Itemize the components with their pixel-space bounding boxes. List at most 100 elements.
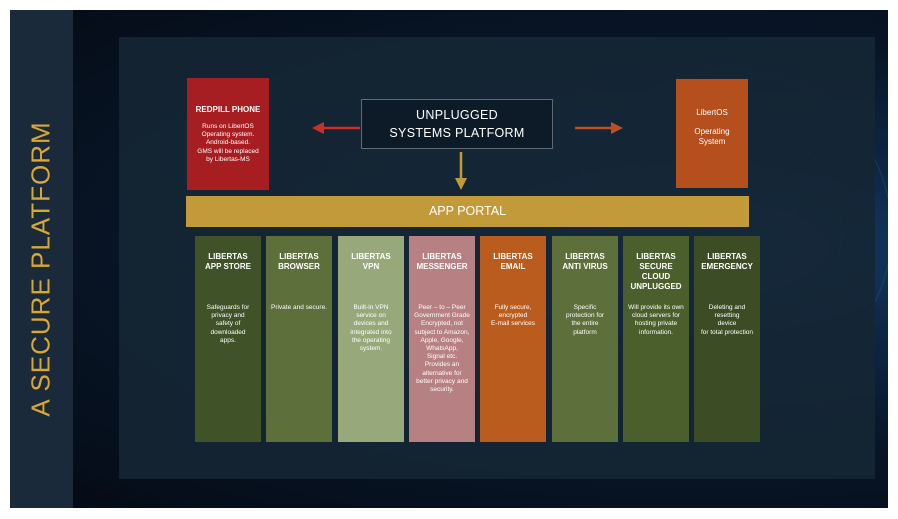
app-column-title-line: UNPLUGGED xyxy=(630,282,682,291)
app-column-desc-line: Safeguards for xyxy=(206,304,250,311)
app-column-desc-line: Signal etc. xyxy=(426,353,458,361)
app-column-desc-line: hosting private xyxy=(634,320,678,328)
app-column-desc-line: encrypted xyxy=(498,312,528,320)
app-column-desc-line: Encrypted, not xyxy=(421,320,463,328)
app-column-desc-line: safety of xyxy=(215,320,241,328)
redpill-phone-box: REDPILL PHONE Runs on LibertOS Operating… xyxy=(187,78,269,190)
app-column-desc-line: apps. xyxy=(220,336,236,344)
app-column-desc-line: service on xyxy=(356,312,386,320)
app-column-desc-line: Provides an xyxy=(424,361,460,369)
redpill-desc-line: by Libertas-MS xyxy=(206,155,250,163)
redpill-desc-line: Runs on LibertOS xyxy=(202,123,254,130)
app-column-title-line: ANTI VIRUS xyxy=(562,262,608,271)
app-column-desc-line: resetting xyxy=(714,312,740,320)
app-column-desc-line: Will provide its own xyxy=(628,304,684,311)
app-column-title-line: APP STORE xyxy=(205,262,251,271)
app-column-title-line: LIBERTAS xyxy=(636,252,676,261)
app-column-desc-line: for total protection xyxy=(700,328,754,336)
app-column-desc-line: device xyxy=(717,320,737,328)
app-column-desc-line: E-mail services xyxy=(490,320,536,328)
app-column-title-line: LIBERTAS xyxy=(208,252,248,261)
app-column-desc-line: privacy and xyxy=(211,312,245,320)
libertos-name: LibertOS xyxy=(696,108,728,117)
app-column-desc-line: Government Grade xyxy=(414,312,470,320)
app-column-desc-line: WhatsApp, xyxy=(426,345,458,353)
app-column-desc-line: Fully secure, xyxy=(494,304,532,311)
app-column-desc-line: the entire xyxy=(571,320,599,328)
app-column-title-line: LIBERTAS xyxy=(707,252,747,261)
app-column-desc-line: Built-in VPN xyxy=(353,304,389,311)
app-column-title-line: VPN xyxy=(362,262,380,271)
app-column-title-line: LIBERTAS xyxy=(422,252,462,261)
redpill-desc-line: GMS will be replaced xyxy=(197,147,259,155)
libertos-line2: Operating xyxy=(694,127,730,136)
app-column-desc-line: the operating xyxy=(352,336,390,344)
platform-title-line2: SYSTEMS PLATFORM xyxy=(389,126,525,140)
app-column-desc-line: devices and xyxy=(353,320,389,328)
app-column-desc-line: better privacy and xyxy=(416,377,468,385)
app-column-title-line: LIBERTAS xyxy=(493,252,533,261)
app-column-title-line: LIBERTAS xyxy=(565,252,605,261)
app-column-desc-line: system. xyxy=(359,345,383,353)
app-portal-bar: APP PORTAL xyxy=(186,196,749,227)
app-column-desc-line: alternative for xyxy=(422,369,462,377)
app-column-desc-line: protection for xyxy=(566,312,604,320)
arrow-right-icon xyxy=(575,122,623,134)
app-column-title-line: EMERGENCY xyxy=(701,262,753,271)
redpill-desc-line: Operating system. xyxy=(201,131,255,139)
app-column-desc-line: subject to Amazon, xyxy=(414,328,470,336)
app-column-desc-line: Specific xyxy=(573,304,597,311)
app-column-title-line: SECURE CLOUD xyxy=(639,262,673,281)
app-column-desc-line: information. xyxy=(639,328,673,336)
redpill-title: REDPILL PHONE xyxy=(195,105,261,114)
app-column-title-line: EMAIL xyxy=(500,262,526,271)
side-band: A SECURE PLATFORM xyxy=(10,10,73,508)
app-column-title-line: MESSENGER xyxy=(416,262,468,271)
app-column-desc-line: Private and secure. xyxy=(270,304,327,311)
app-column-title-line: LIBERTAS xyxy=(351,252,391,261)
libertos-box: LibertOS Operating System xyxy=(676,79,748,188)
redpill-desc-line: Android-based. xyxy=(205,139,251,147)
app-column-title-line: BROWSER xyxy=(278,262,320,271)
platform-title-line1: UNPLUGGED xyxy=(416,108,498,122)
app-column-desc-line: downloaded xyxy=(210,328,246,336)
app-column-desc: Private and secure. xyxy=(268,304,330,312)
app-column-desc-line: platform xyxy=(573,328,597,336)
arrow-down-icon xyxy=(455,152,467,190)
arrow-left-icon xyxy=(312,122,360,134)
app-column-desc-line: cloud servers for xyxy=(631,312,681,320)
app-column-desc-line: integrated into xyxy=(350,328,392,336)
app-column-desc-line: Deleting and xyxy=(708,304,746,311)
app-column-desc-line: Apple, Google, xyxy=(420,336,464,344)
app-column-desc-line: security. xyxy=(430,386,454,394)
redpill-desc: Runs on LibertOS Operating system. Andro… xyxy=(191,123,265,164)
libertos-line3: System xyxy=(698,137,726,146)
app-column-title-line: LIBERTAS xyxy=(279,252,319,261)
platform-title-box: UNPLUGGED SYSTEMS PLATFORM xyxy=(361,99,553,149)
slide-title: A SECURE PLATFORM xyxy=(25,121,56,417)
app-column-desc-line: Peer – to – Peer xyxy=(418,304,466,311)
